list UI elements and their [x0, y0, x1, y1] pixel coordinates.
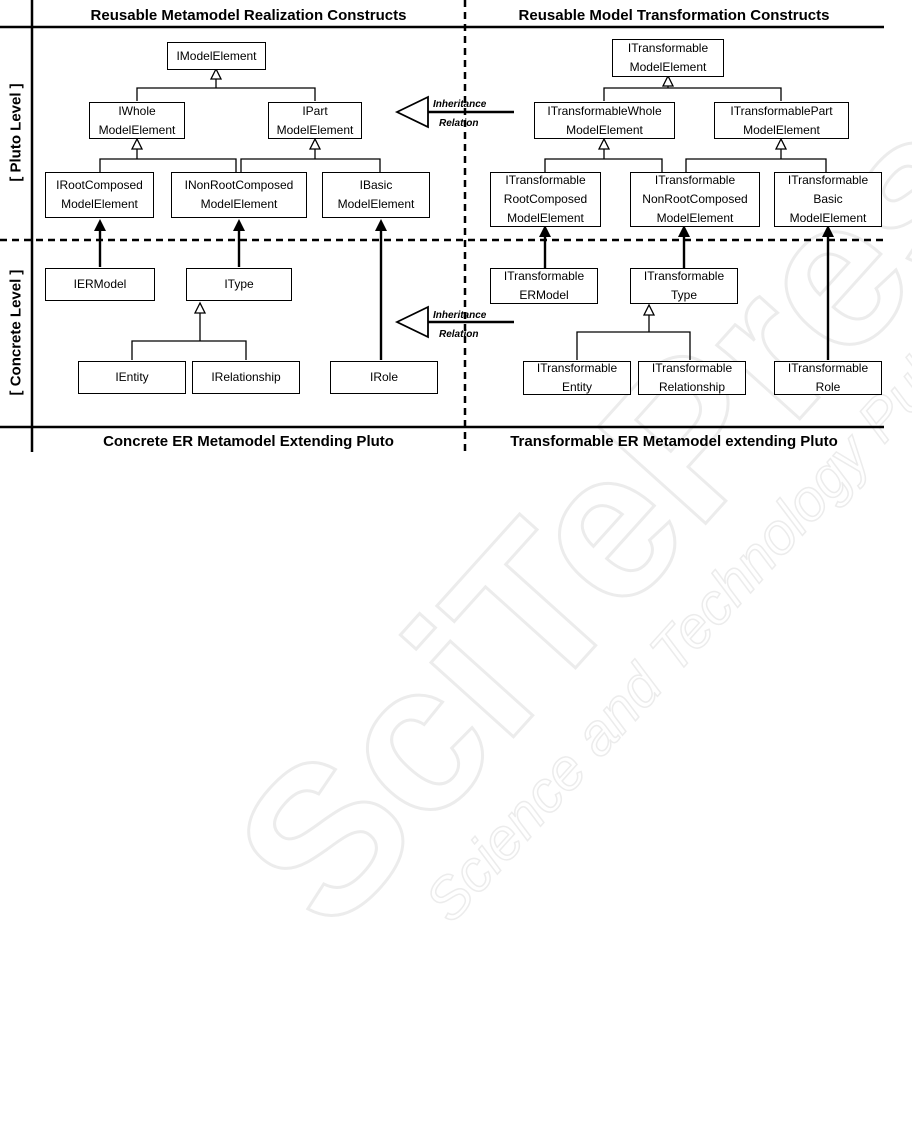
generalization-arrow: [193, 301, 207, 314]
class-imodelelement: IModelElement: [167, 42, 266, 70]
row-label-pluto: [ Pluto Level ]: [7, 83, 25, 182]
footer-left: Concrete ER Metamodel Extending Pluto: [103, 433, 394, 450]
header-right: Reusable Model Transformation Constructs: [518, 7, 830, 24]
inheritance-arrowhead: [539, 225, 551, 237]
footer-right: Transformable ER Metamodel extending Plu…: [510, 433, 838, 450]
inheritance-arrowhead: [375, 219, 387, 231]
inheritance-label: Inheritance: [433, 99, 487, 110]
generalization-arrow: [597, 137, 611, 150]
inheritance-arrowhead: [822, 225, 834, 237]
class-ientity: IEntity: [78, 361, 186, 394]
inheritance-arrowhead: [94, 219, 106, 231]
inheritance-relation-arrow-top: [394, 95, 514, 129]
class-itype: IType: [186, 268, 292, 301]
inheritance-label: Inheritance: [433, 310, 487, 321]
row-label-concrete: [ Concrete Level ]: [7, 269, 25, 396]
generalization-arrow: [209, 67, 223, 80]
generalization-arrow: [130, 137, 144, 150]
inheritance-label: Relation: [439, 118, 479, 129]
generalization-arrow: [308, 137, 322, 150]
inheritance-label: Relation: [439, 329, 479, 340]
class-irole: IRole: [330, 361, 438, 394]
class-irelationship: IRelationship: [192, 361, 300, 394]
inheritance-relation-arrow-bottom: [394, 305, 514, 339]
header-left: Reusable Metamodel Realization Construct…: [90, 7, 407, 24]
generalization-arrow: [642, 303, 656, 316]
generalization-arrow: [774, 137, 788, 150]
inheritance-arrowhead: [678, 225, 690, 237]
inheritance-arrowhead: [233, 219, 245, 231]
generalization-arrow: [661, 74, 675, 87]
class-iermodel: IERModel: [45, 268, 155, 301]
